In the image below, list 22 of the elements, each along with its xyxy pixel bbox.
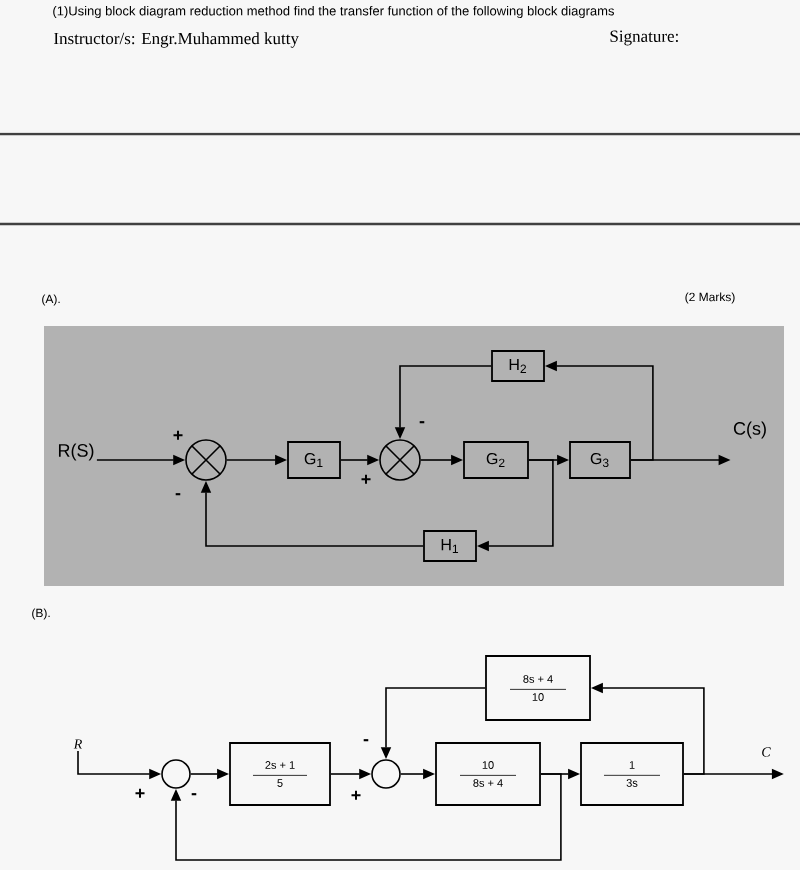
- signal-label: C(s): [733, 421, 766, 439]
- sign-label: +: [361, 474, 371, 484]
- sign-label: +: [135, 788, 145, 798]
- header-text: Signature:: [610, 30, 678, 46]
- header-text: Instructor/s: Engr.Muhammed kutty: [54, 32, 299, 48]
- block-box: H$_{1}$: [423, 530, 477, 562]
- sign-label: +: [173, 430, 183, 440]
- sign-label: -: [363, 739, 369, 742]
- arrow: [170, 773, 562, 861]
- sign-label: -: [419, 421, 425, 424]
- block-box: G$_{3}$: [569, 441, 631, 479]
- sign-label: +: [351, 790, 361, 800]
- block-box: G$_{1}$: [287, 441, 341, 479]
- signal-label: R(S): [59, 443, 94, 461]
- summing-junction: [161, 759, 191, 789]
- sign-label: -: [191, 793, 197, 796]
- summing-junction: [371, 759, 401, 789]
- block-box: G$_{2}$: [463, 441, 529, 479]
- sign-label: -: [175, 493, 181, 496]
- summing-junction: [379, 439, 421, 481]
- summing-junction: [185, 439, 227, 481]
- block-box: H$_{2}$: [491, 350, 545, 382]
